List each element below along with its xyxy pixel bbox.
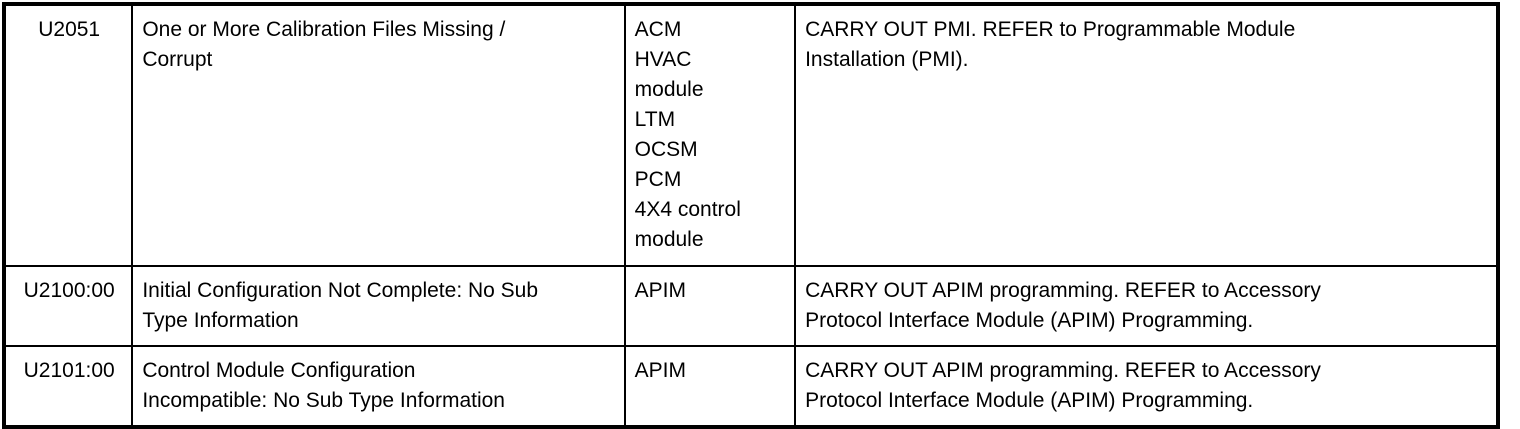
- description-line: Corrupt: [142, 48, 213, 71]
- dtc-description-cell: Control Module Configuration Incompatibl…: [131, 345, 625, 427]
- dtc-description-cell: Initial Configuration Not Complete: No S…: [131, 265, 625, 346]
- description-line: Control Module Configuration: [142, 359, 416, 382]
- affected-modules-cell: APIM: [623, 345, 796, 427]
- action-line: CARRY OUT PMI. REFER to Programmable Mod…: [805, 18, 1296, 41]
- module-line: APIM: [634, 279, 686, 302]
- module-line: PCM: [634, 168, 682, 191]
- table-row: U2101:00 Control Module Configuration In…: [4, 345, 1498, 427]
- module-line: 4X4 control: [634, 198, 741, 221]
- action-line: Installation (PMI).: [805, 48, 969, 71]
- action-line: Protocol Interface Module (APIM) Program…: [805, 389, 1254, 412]
- action-line: CARRY OUT APIM programming. REFER to Acc…: [805, 359, 1321, 382]
- module-line: module: [634, 228, 704, 251]
- action-line: CARRY OUT APIM programming. REFER to Acc…: [805, 279, 1321, 302]
- description-line: One or More Calibration Files Missing /: [142, 18, 506, 41]
- affected-modules-cell: ACM HVAC module LTM OCSM PCM 4X4 control…: [623, 4, 796, 266]
- description-line: Initial Configuration Not Complete: No S…: [142, 279, 539, 302]
- table-row: U2100:00 Initial Configuration Not Compl…: [4, 265, 1498, 346]
- dtc-code-text: U2051: [38, 18, 101, 41]
- service-action-cell: CARRY OUT APIM programming. REFER to Acc…: [794, 265, 1498, 346]
- description-line: Incompatible: No Sub Type Information: [142, 389, 505, 412]
- module-line: ACM: [634, 18, 682, 41]
- affected-modules-cell: APIM: [623, 265, 796, 346]
- action-line: Protocol Interface Module (APIM) Program…: [805, 309, 1254, 332]
- table-row: U2051 One or More Calibration Files Miss…: [4, 4, 1498, 266]
- module-line: module: [634, 78, 704, 101]
- dtc-description-cell: One or More Calibration Files Missing / …: [131, 4, 625, 266]
- module-line: OCSM: [634, 138, 698, 161]
- dtc-code-cell: U2051: [4, 4, 132, 266]
- module-line: APIM: [634, 359, 686, 382]
- dtc-code-text: U2101:00: [23, 359, 115, 382]
- service-action-cell: CARRY OUT APIM programming. REFER to Acc…: [794, 345, 1498, 427]
- module-line: LTM: [634, 108, 676, 131]
- dtc-code-cell: U2100:00: [4, 265, 133, 346]
- module-line: HVAC: [634, 48, 692, 71]
- dtc-code-cell: U2101:00: [4, 345, 133, 427]
- service-action-cell: CARRY OUT PMI. REFER to Programmable Mod…: [794, 4, 1498, 266]
- description-line: Type Information: [142, 309, 299, 332]
- dtc-code-text: U2100:00: [23, 279, 115, 302]
